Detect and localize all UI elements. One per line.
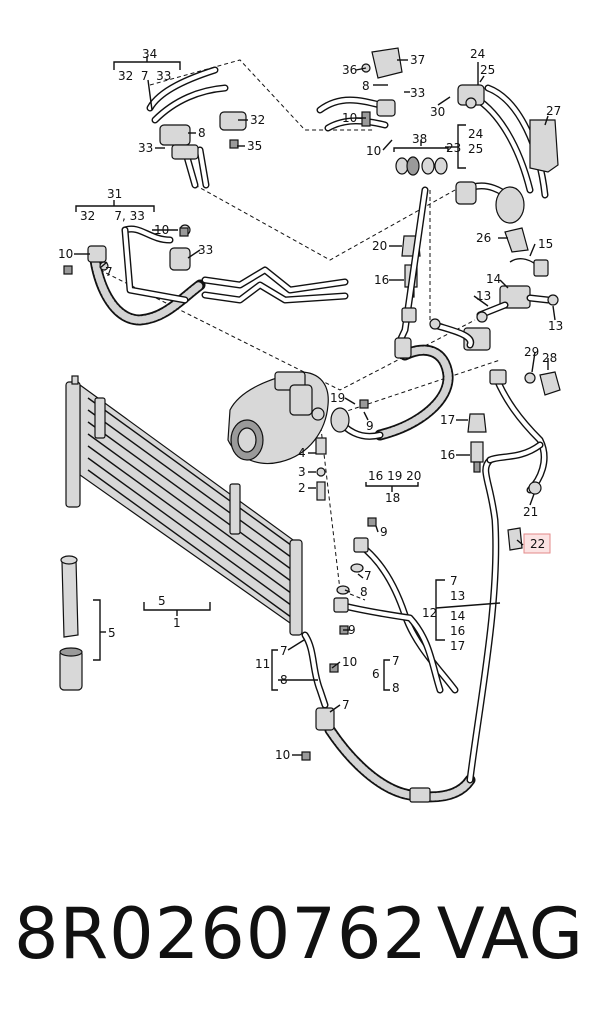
callout-13-left: 13 <box>476 289 491 303</box>
callout-11: 11 <box>255 657 270 671</box>
upper-right-ac-pipe <box>455 84 559 224</box>
callout-8-mid: 8 <box>360 585 368 599</box>
callout-24-top: 24 <box>470 47 485 61</box>
callout-22: 22 <box>530 537 545 551</box>
callout-12-item-7: 7 <box>450 574 458 588</box>
ac-system-exploded-diagram: 34 32 7 33 36 37 8 33 24 25 30 27 32 8 3… <box>58 47 563 803</box>
suction-hose <box>330 186 475 441</box>
callout-12-item-16: 16 <box>450 624 465 638</box>
callout-10-left-top: 10 <box>154 223 169 237</box>
callout-25-right: 25 <box>468 142 483 156</box>
callout-26: 26 <box>476 231 491 245</box>
callout-5-dryer: 5 <box>108 626 116 640</box>
service-valves <box>315 235 487 501</box>
callout-16-lower: 16 <box>440 448 455 462</box>
callout-25-top: 25 <box>480 63 495 77</box>
callout-6-item-7: 7 <box>392 654 400 668</box>
callout-7-left: 7 <box>105 265 113 279</box>
callout-10-mid: 10 <box>366 144 381 158</box>
callout-14: 14 <box>486 272 501 286</box>
callout-30: 30 <box>430 105 445 119</box>
callout-5-condenser: 5 <box>158 594 166 608</box>
callout-21: 21 <box>523 505 538 519</box>
leader-lines <box>74 56 556 756</box>
ac-compressor <box>227 371 329 464</box>
part-number: 8R0260762 <box>14 893 428 975</box>
lower-ac-pipes <box>301 369 548 803</box>
callout-33-upper: 33 <box>410 86 425 100</box>
callout-31-detail: 32 7, 33 <box>80 209 145 223</box>
expansion-valve-assembly <box>463 227 561 396</box>
callout-7-mid: 7 <box>364 569 372 583</box>
callout-28: 28 <box>542 351 557 365</box>
callout-10-upper: 10 <box>342 111 357 125</box>
callout-20: 20 <box>372 239 387 253</box>
callout-16-upper: 16 <box>374 273 389 287</box>
callout-27: 27 <box>546 104 561 118</box>
callout-12: 12 <box>422 606 437 620</box>
left-middle-ac-pipe <box>87 224 349 326</box>
callout-4: 4 <box>298 446 306 460</box>
callout-34-detail: 32 7 33 <box>118 69 171 83</box>
callout-10-left: 10 <box>58 247 73 261</box>
brand-name: VAG <box>436 893 584 975</box>
o-ring-set-38 <box>395 156 448 176</box>
callout-9-upper: 9 <box>366 419 374 433</box>
callout-18: 18 <box>385 491 400 505</box>
callout-8-upper: 8 <box>362 79 370 93</box>
upper-middle-ac-pipe <box>316 47 403 132</box>
callout-1: 1 <box>173 616 181 630</box>
callout-33-left: 33 <box>138 141 153 155</box>
callout-6-item-8: 8 <box>392 681 400 695</box>
callout-11-item-7: 7 <box>280 644 288 658</box>
callout-36: 36 <box>342 63 357 77</box>
callout-7-lower: 7 <box>342 698 350 712</box>
callout-9-lower: 9 <box>348 623 356 637</box>
callout-17: 17 <box>440 413 455 427</box>
callout-8-left: 8 <box>198 126 206 140</box>
callout-13-right: 13 <box>548 319 563 333</box>
callout-32-upper: 32 <box>250 113 265 127</box>
callout-33-left-mid: 33 <box>198 243 213 257</box>
callout-3: 3 <box>298 465 306 479</box>
callout-10-lower-right: 10 <box>342 655 357 669</box>
callout-18-detail: 16 19 20 <box>368 469 421 483</box>
callout-22-highlighted: 22 <box>523 533 551 554</box>
callout-12-item-17: 17 <box>450 639 465 653</box>
callout-labels: 34 32 7 33 36 37 8 33 24 25 30 27 32 8 3… <box>58 47 563 762</box>
callout-10-bottom: 10 <box>275 748 290 762</box>
callout-34: 34 <box>142 47 157 61</box>
callout-23: 23 <box>446 141 461 155</box>
callout-19: 19 <box>330 391 345 405</box>
dryer-cartridge <box>59 555 83 691</box>
ac-condenser <box>65 375 303 636</box>
callout-2: 2 <box>298 481 306 495</box>
callout-6: 6 <box>372 667 380 681</box>
callout-38: 38 <box>412 132 427 146</box>
callout-29: 29 <box>524 345 539 359</box>
callout-12-item-14: 14 <box>450 609 465 623</box>
callout-35: 35 <box>247 139 262 153</box>
callout-31: 31 <box>107 187 122 201</box>
callout-12-item-13: 13 <box>450 589 465 603</box>
upper-left-ac-pipe <box>146 66 247 189</box>
callout-11-item-8: 8 <box>280 673 288 687</box>
callout-15: 15 <box>538 237 553 251</box>
callout-24-right: 24 <box>468 127 483 141</box>
callout-9-mid: 9 <box>380 525 388 539</box>
callout-37: 37 <box>410 53 425 67</box>
